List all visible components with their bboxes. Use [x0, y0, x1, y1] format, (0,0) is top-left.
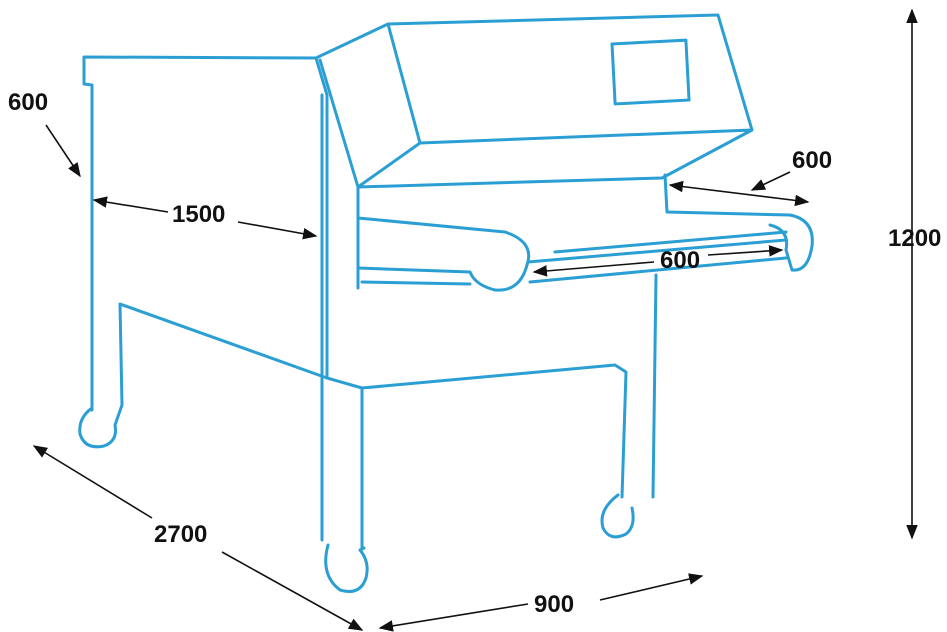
caster-right	[600, 493, 635, 539]
caster-front	[324, 543, 369, 593]
arrow-width-right	[599, 573, 704, 601]
arrow-panel-depth	[45, 124, 81, 178]
arrow-width-left	[378, 603, 529, 632]
arrow-roller-left	[532, 261, 655, 277]
left-roller	[468, 230, 531, 292]
arrow-roller-right	[707, 245, 784, 257]
front-post	[314, 56, 329, 542]
label-panel-depth: 600	[8, 89, 48, 116]
feed-tray	[356, 216, 507, 286]
arrow-inner-length-left	[92, 196, 169, 213]
label-overall-length: 2700	[154, 521, 207, 548]
label-roller-length: 600	[660, 247, 700, 274]
arrow-inner-length-right	[237, 221, 318, 240]
label-arm-reach: 600	[792, 147, 832, 174]
caster-back	[78, 403, 124, 449]
dimension-labels: 600 1500 600 600 1200 2700 900	[8, 89, 941, 618]
arrow-length-lower	[221, 551, 364, 631]
label-overall-width: 900	[534, 591, 574, 618]
arrow-arm-reach-tip	[750, 171, 791, 191]
machine-outline	[78, 13, 814, 593]
back-panel	[82, 55, 318, 412]
front-bottom-frame	[325, 363, 628, 550]
arrow-length-upper	[32, 445, 153, 519]
right-roller	[768, 213, 814, 272]
arrow-arm-reach-span	[668, 180, 810, 207]
label-inner-length: 1500	[172, 201, 225, 228]
hood-screen	[610, 38, 691, 106]
dimension-lines	[32, 8, 918, 632]
right-leg	[651, 273, 658, 499]
label-overall-height: 1200	[888, 225, 941, 252]
roller-belt	[526, 230, 788, 284]
body-front	[356, 173, 792, 290]
lower-side-frame	[118, 302, 329, 407]
